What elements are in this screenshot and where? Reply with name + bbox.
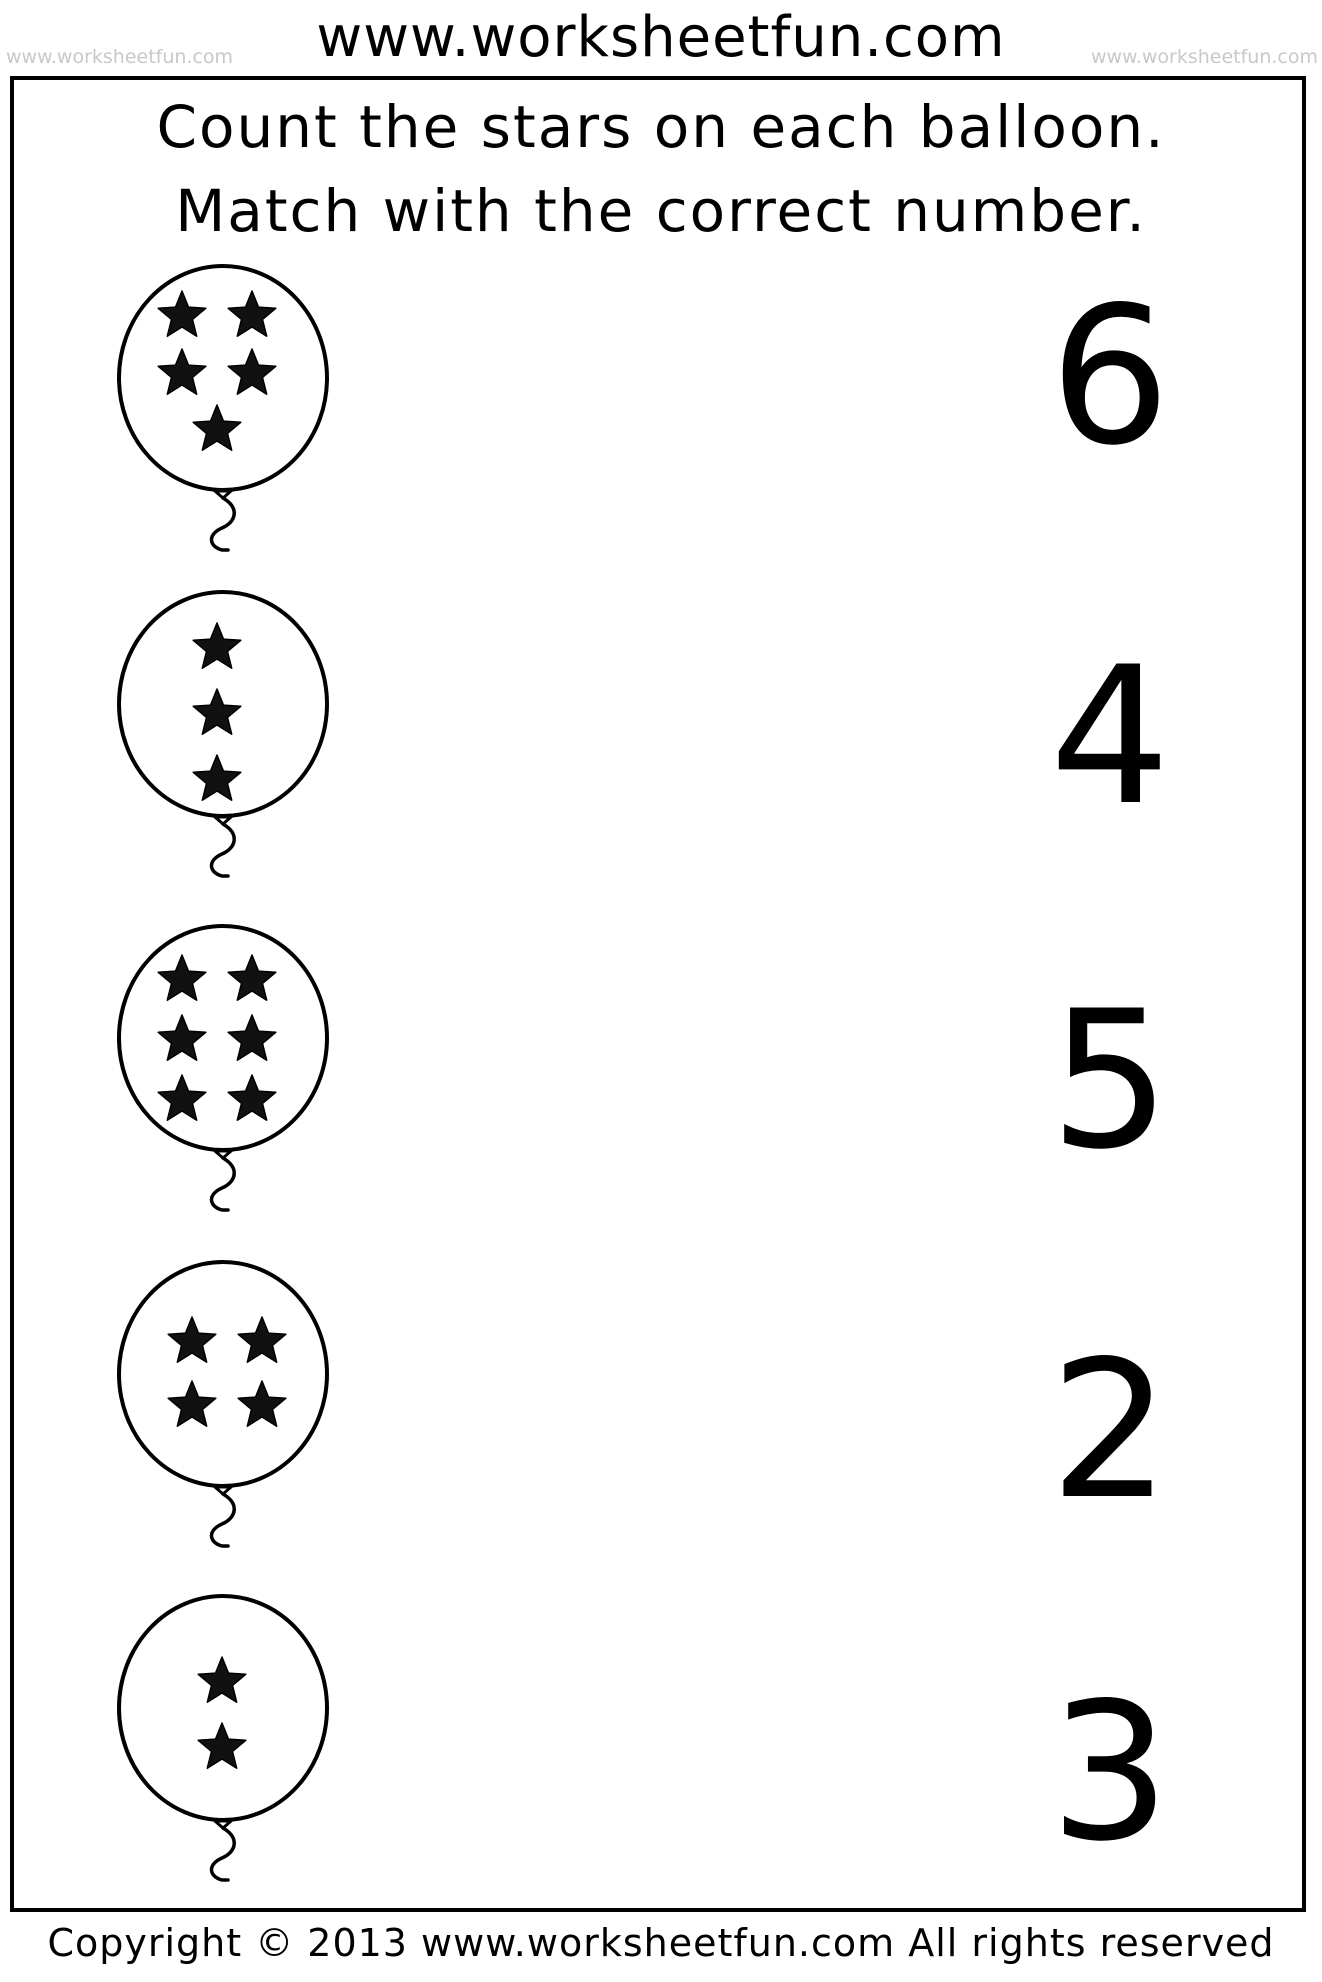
balloon-icon [117,590,329,878]
star-icon [197,1722,247,1769]
balloon-string [209,822,236,878]
balloon-knot [211,1149,235,1160]
star-icon [192,622,242,669]
star-icon [227,348,277,395]
star-icon [192,404,242,451]
balloon-icon [117,924,329,1212]
worksheet-border [10,76,1306,1912]
star-icon [167,1380,217,1427]
number-option-3[interactable]: 5 [1049,970,1171,1191]
star-icon [157,954,207,1001]
site-title: www.worksheetfun.com [316,5,1006,70]
star-icon [227,1014,277,1061]
balloon-body [117,1594,329,1822]
balloon-knot [211,1819,235,1830]
star-icon [237,1316,287,1363]
star-icon [227,1074,277,1121]
star-icon [192,754,242,801]
star-icon [227,954,277,1001]
balloon-string [209,1826,236,1882]
balloon-string [209,1492,236,1548]
balloon-body [117,1260,329,1488]
star-icon [157,1014,207,1061]
balloon-string [209,496,236,552]
star-icon [227,290,277,337]
number-option-2[interactable]: 4 [1049,626,1171,847]
balloon-two-stars[interactable] [112,1590,334,1890]
star-icon [192,688,242,735]
number-option-1[interactable]: 6 [1049,266,1171,487]
balloon-icon [117,264,329,552]
star-icon [157,290,207,337]
balloon-knot [211,815,235,826]
star-icon [167,1316,217,1363]
balloon-icon [117,1594,329,1882]
balloon-string [209,1156,236,1212]
star-icon [157,1074,207,1121]
watermark-left: www.worksheetfun.com [6,46,234,68]
number-option-5[interactable]: 3 [1049,1662,1171,1883]
balloon-knot [211,1485,235,1496]
balloon-body [117,264,329,492]
balloon-body [117,924,329,1152]
instruction-line-1: Count the stars on each balloon. [156,93,1166,161]
copyright-footer: Copyright © 2013 www.worksheetfun.com Al… [47,1921,1275,1965]
star-icon [197,1656,247,1703]
balloon-five-stars[interactable] [112,260,334,560]
star-icon [157,348,207,395]
balloon-knot [211,489,235,500]
star-icon [237,1380,287,1427]
balloon-four-stars[interactable] [112,1256,334,1556]
watermark-right: www.worksheetfun.com [1090,46,1318,68]
instruction-line-2: Match with the correct number. [175,177,1147,245]
balloon-six-stars[interactable] [112,920,334,1220]
balloon-icon [117,1260,329,1548]
number-option-4[interactable]: 2 [1049,1320,1171,1541]
balloon-three-stars[interactable] [112,586,334,886]
